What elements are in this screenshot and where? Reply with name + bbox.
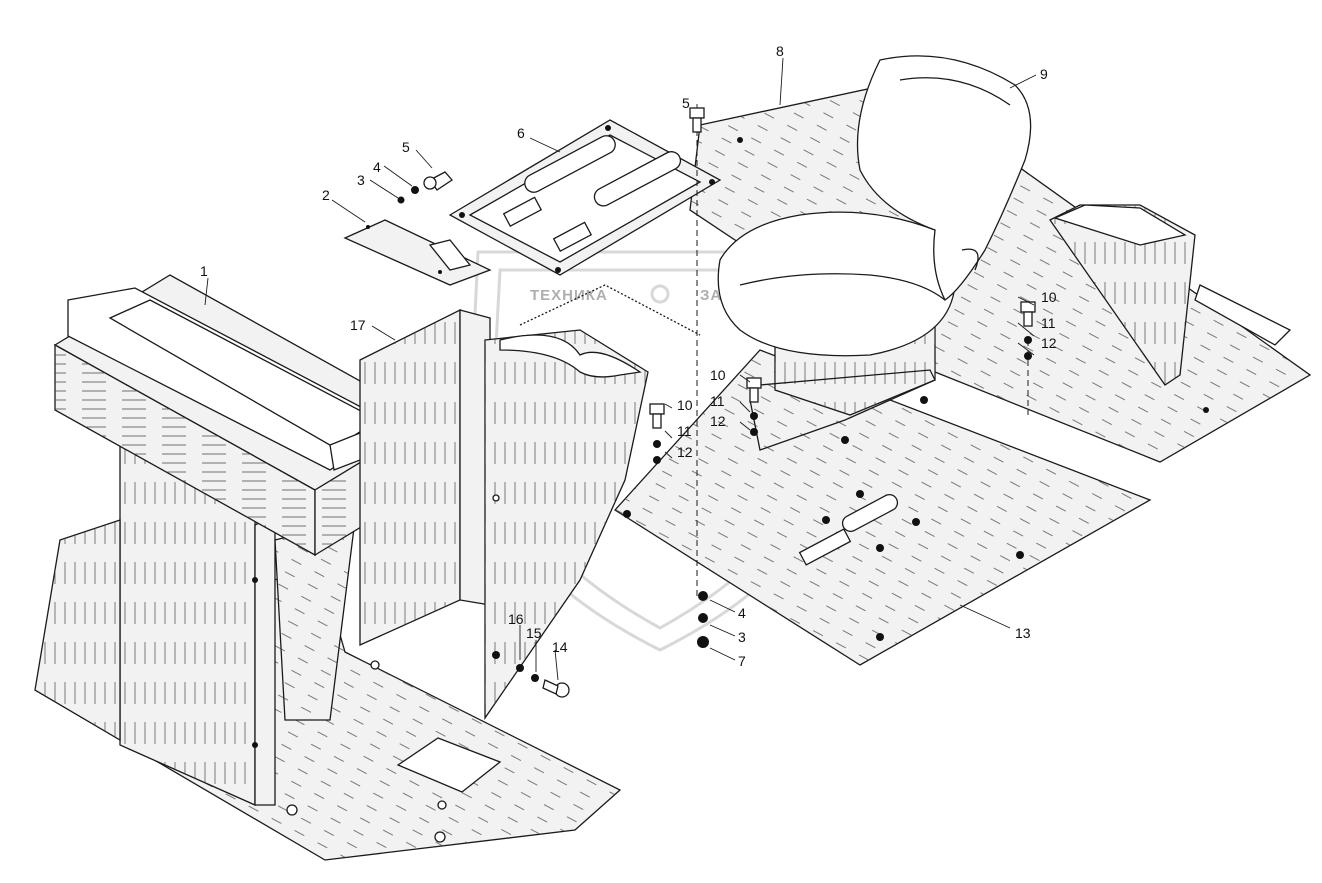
callout-10-mid: 10 [710,367,726,383]
washer-icon [397,196,405,204]
callout-10-right: 10 [1041,289,1057,305]
washer-icon [411,186,419,194]
callout-12-right: 12 [1041,335,1057,351]
callout-labels: 1 2 3 4 5 5 6 8 9 10 11 12 10 11 12 10 1… [200,43,1057,669]
callout-1: 1 [200,263,208,279]
callout-15: 15 [526,625,542,641]
callout-8: 8 [776,43,784,59]
callout-11-right: 11 [1041,315,1056,331]
callout-16: 16 [508,611,524,627]
bolt-icon [649,403,665,429]
callout-12-mid: 12 [710,413,726,429]
callout-14: 14 [552,639,568,655]
gear-icon [650,284,670,304]
callout-13: 13 [1015,625,1031,641]
storage-box [1049,204,1196,386]
callout-6: 6 [517,125,525,141]
callout-9: 9 [1040,66,1048,82]
cover-plate-6 [448,119,722,276]
callout-7: 7 [738,653,746,669]
bolt-icon [423,171,453,191]
callout-11-mid: 11 [710,393,725,409]
side-panel-17 [359,284,701,721]
callout-3: 3 [357,172,365,188]
callout-2: 2 [322,187,330,203]
fasteners [397,107,1036,698]
callout-10-left: 10 [677,397,693,413]
callout-12-left: 12 [677,444,693,460]
callout-17: 17 [350,317,366,333]
callout-3-bottom: 3 [738,629,746,645]
leader-lines [204,57,1037,681]
callout-5-top: 5 [682,95,690,111]
callout-4: 4 [373,159,381,175]
bolt-icon [689,107,705,133]
watermark-left-text: ТЕХНИКА [530,287,608,304]
bolt-icon [746,377,762,403]
callout-11-left: 11 [677,423,692,439]
callout-4-bottom: 4 [738,605,746,621]
bolt-icon [542,679,570,698]
bracket-2 [343,219,492,286]
callout-5: 5 [402,139,410,155]
